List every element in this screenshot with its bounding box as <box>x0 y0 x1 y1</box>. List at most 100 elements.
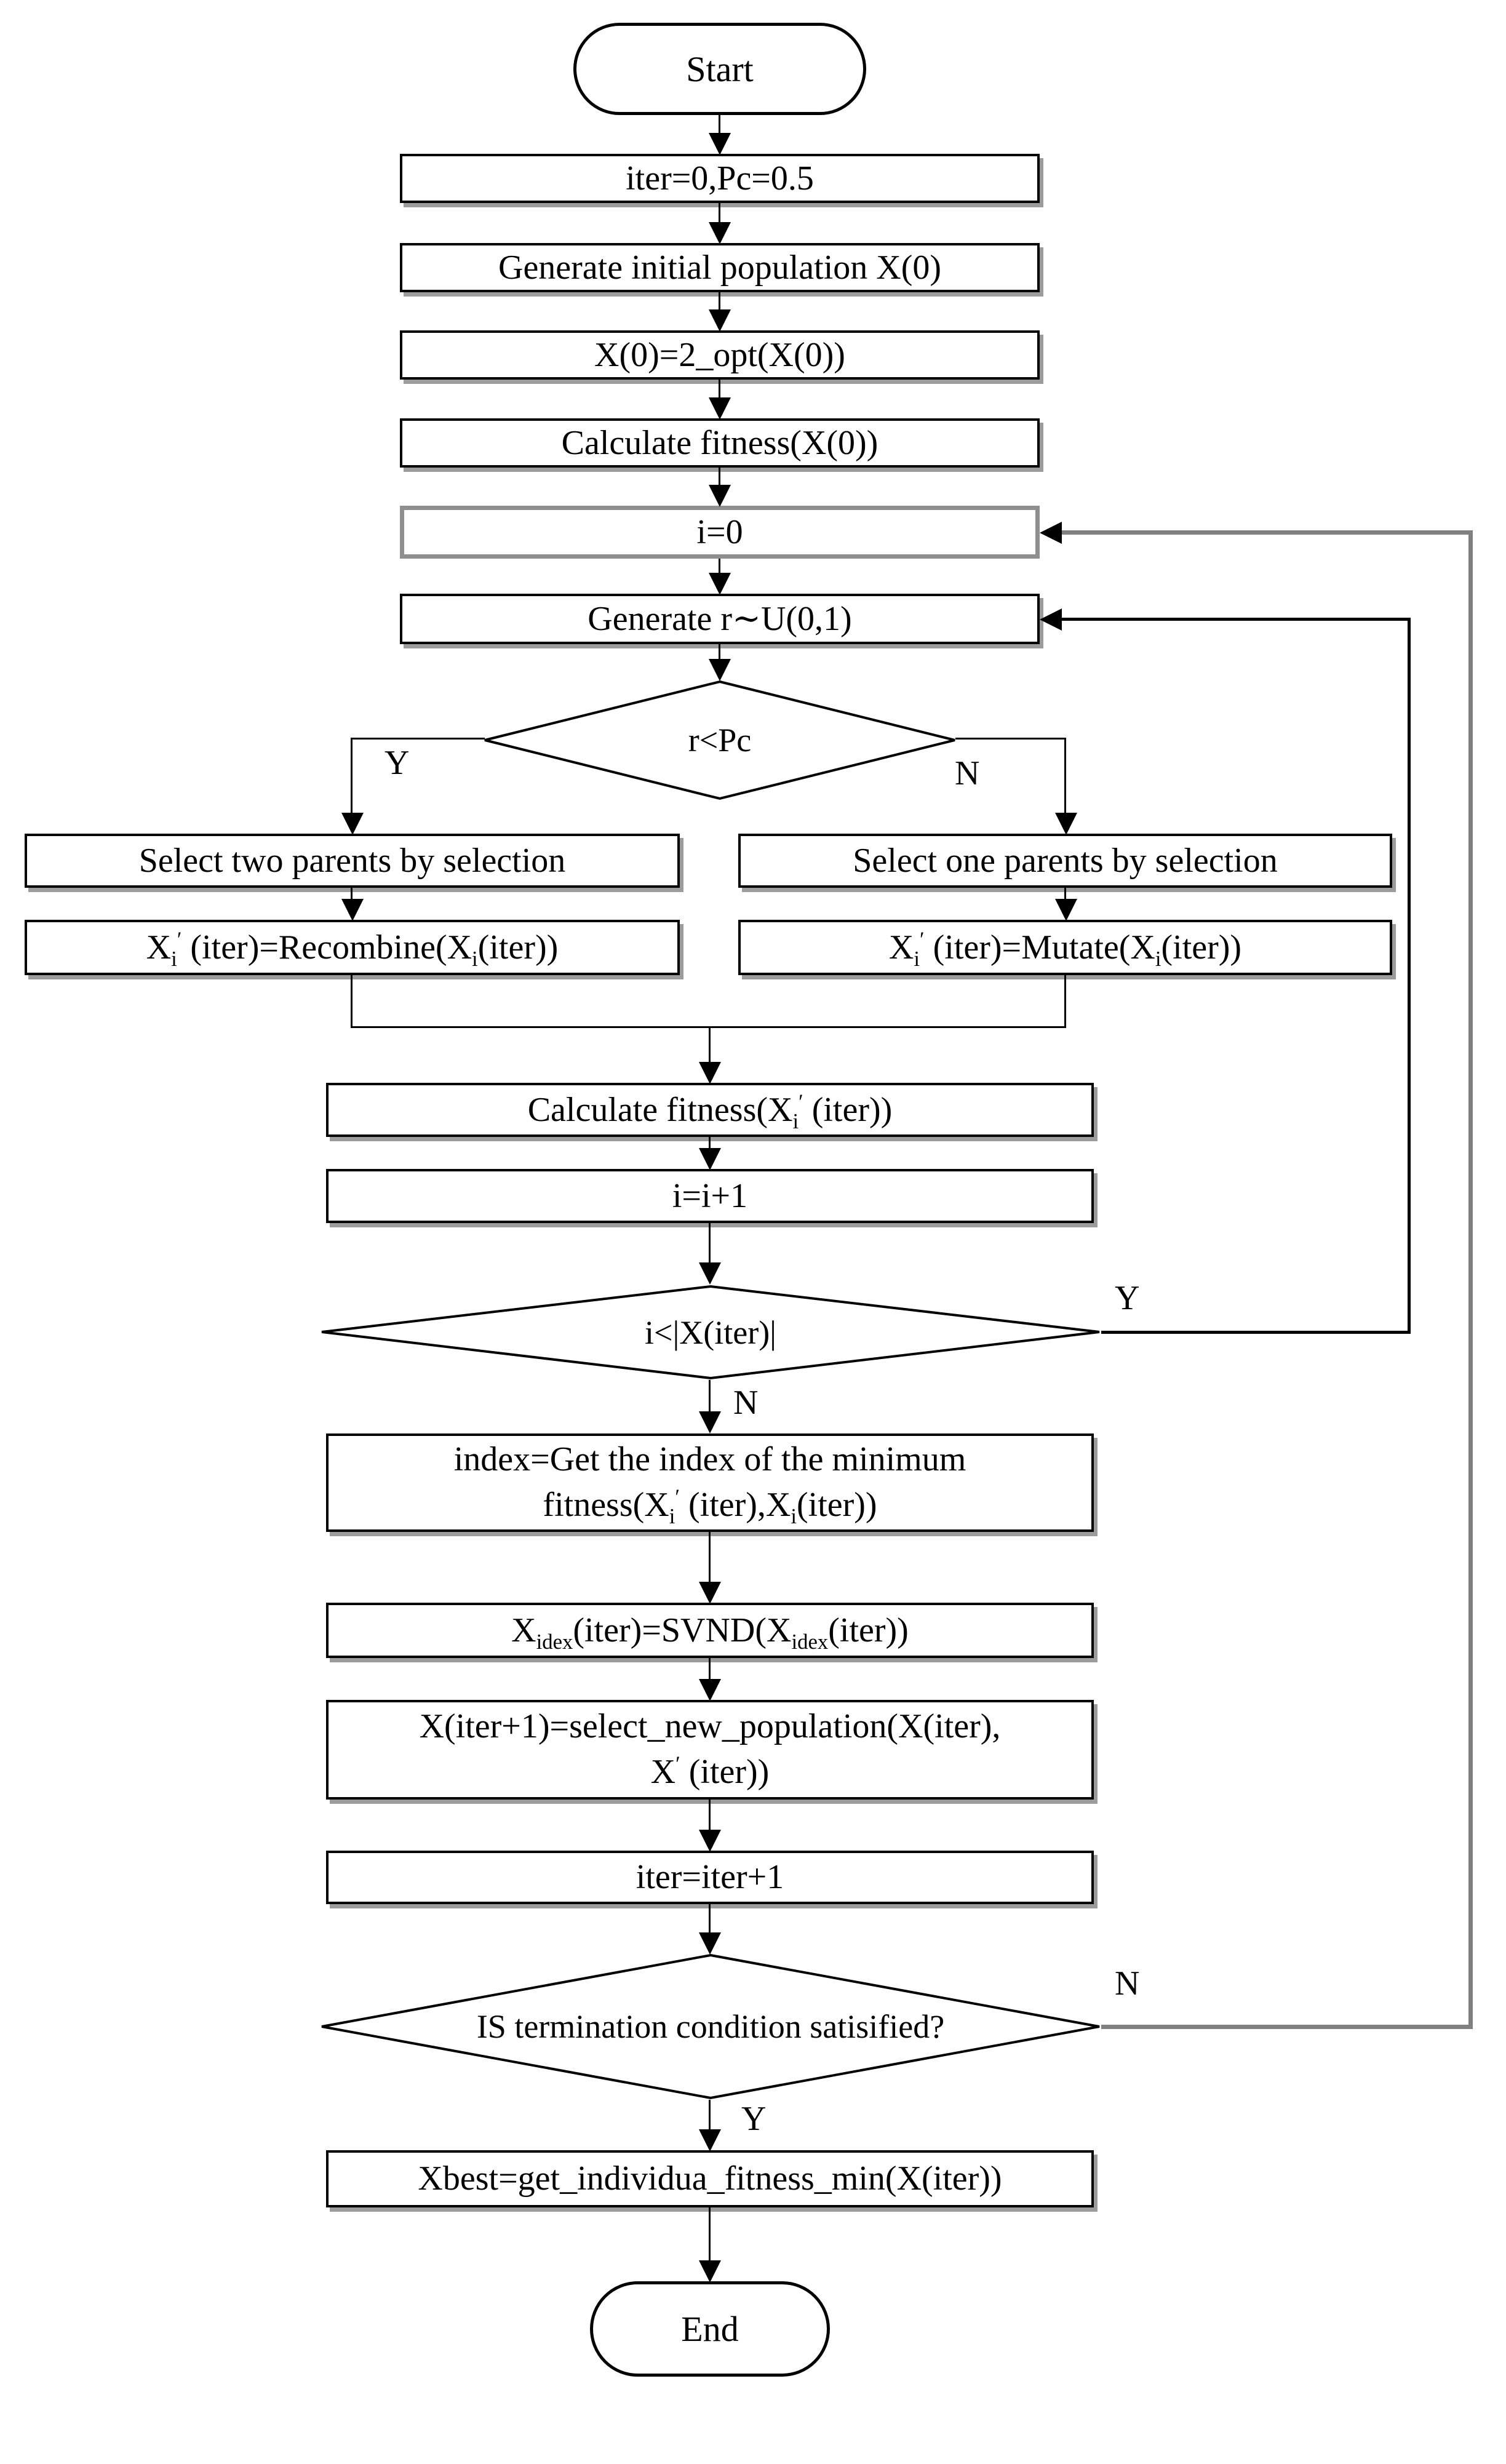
arrow-calcchild-to-inci-head <box>699 1148 721 1170</box>
arrow-init-to-genpop-head <box>709 222 731 244</box>
arrow-selecttwo-to-recombine-head <box>341 899 364 921</box>
edge-label-crossover-yes: Y <box>384 744 410 782</box>
node-increment-i: i=i+1 <box>326 1169 1094 1223</box>
arrow-twoopt-to-calc0-line <box>719 380 720 399</box>
node-increment-iter: iter=iter+1 <box>326 1851 1094 1904</box>
arrow-genr-to-decision-line <box>719 644 720 661</box>
node-recombine: Xi′ (iter)=Recombine(Xi(iter)) <box>25 920 680 975</box>
decision-population-loop-shape <box>321 1285 1100 1380</box>
merge-horizontal-line <box>351 1026 1066 1028</box>
edge-label-crossover-no: N <box>955 754 980 792</box>
node-two-opt-label: X(0)=2_opt(X(0)) <box>594 335 845 374</box>
loop-termination-no-vertical <box>1468 530 1473 2029</box>
arrow-inciter-to-termination-line <box>709 1904 711 1936</box>
arrow-xbest-to-end-head <box>699 2260 721 2283</box>
node-init: iter=0,Pc=0.5 <box>400 154 1040 203</box>
arrow-izero-to-genr-head <box>709 573 731 595</box>
arrow-merge-to-calcchild-line <box>709 1026 711 1064</box>
arrow-merge-to-calcchild-head <box>699 1062 721 1084</box>
node-get-index-minimum-line2: fitness(Xi′ (iter),Xi(iter)) <box>543 1485 877 1529</box>
loop-population-yes-vertical <box>1408 618 1411 1334</box>
node-calculate-fitness-initial-label: Calculate fitness(X(0)) <box>561 423 878 462</box>
branch-no-vertical-line <box>1064 738 1066 815</box>
arrow-calc0-to-izero-head <box>709 485 731 507</box>
node-select-one-parent: Select one parents by selection <box>738 834 1392 888</box>
node-start-label: Start <box>686 49 754 89</box>
branch-no-horizontal-line <box>955 738 1066 740</box>
arrow-xbest-to-end-line <box>709 2207 711 2263</box>
loop-termination-no-horizontal-top <box>1061 530 1470 535</box>
edge-label-termination-yes: Y <box>741 2100 767 2138</box>
arrow-svnd-to-newpop-head <box>699 1679 721 1701</box>
node-xbest-label: Xbest=get_individua_fitness_min(X(iter)) <box>418 2159 1002 2198</box>
node-init-label: iter=0,Pc=0.5 <box>626 159 814 197</box>
node-start: Start <box>573 23 866 115</box>
node-calculate-fitness-initial: Calculate fitness(X(0)) <box>400 418 1040 468</box>
node-svnd-label: Xidex(iter)=SVND(Xidex(iter)) <box>511 1611 909 1654</box>
arrow-genpop-to-twoopt-line <box>719 292 720 311</box>
arrow-popdecision-no-head <box>699 1411 721 1433</box>
arrow-index-to-svnd-line <box>709 1532 711 1584</box>
node-select-two-parents-label: Select two parents by selection <box>138 841 566 880</box>
decision-r-less-than-pc-shape <box>484 680 955 800</box>
loop-population-yes-arrow-head <box>1040 608 1062 631</box>
node-generate-initial-population-label: Generate initial population X(0) <box>498 248 941 287</box>
arrow-inci-to-popdecision-line <box>709 1223 711 1266</box>
node-calculate-fitness-child: Calculate fitness(Xi′ (iter)) <box>326 1083 1094 1137</box>
arrow-popdecision-no-line <box>709 1380 711 1415</box>
arrow-inciter-to-termination-head <box>699 1932 721 1955</box>
branch-yes-arrow-head <box>341 813 364 835</box>
arrow-twoopt-to-calc0-head <box>709 397 731 420</box>
arrow-selectone-to-mutate-head <box>1055 899 1077 921</box>
node-svnd: Xidex(iter)=SVND(Xidex(iter)) <box>326 1603 1094 1658</box>
arrow-start-to-init-head <box>709 133 731 155</box>
node-increment-iter-label: iter=iter+1 <box>635 1858 784 1897</box>
node-calculate-fitness-child-label: Calculate fitness(Xi′ (iter)) <box>527 1089 893 1133</box>
arrow-selecttwo-to-recombine-line <box>351 888 353 901</box>
decision-termination-label: IS termination condition satisified? <box>476 2008 945 2045</box>
merge-left-vertical-line <box>351 975 353 1028</box>
edge-label-population-no: N <box>733 1384 759 1422</box>
node-select-new-population: X(iter+1)=select_new_population(X(iter),… <box>326 1700 1094 1800</box>
loop-population-yes-horizontal-bottom <box>1101 1331 1409 1334</box>
node-select-two-parents: Select two parents by selection <box>25 834 680 888</box>
decision-population-loop: i<|X(iter)| <box>320 1285 1101 1380</box>
decision-termination: IS termination condition satisified? <box>320 1953 1101 2100</box>
merge-right-vertical-line <box>1064 975 1066 1028</box>
loop-termination-no-arrow-head <box>1040 522 1062 544</box>
branch-yes-vertical-line <box>351 738 353 815</box>
node-end-label: End <box>681 2309 739 2349</box>
loop-termination-no-horizontal-bottom <box>1101 2025 1470 2029</box>
node-generate-r: Generate r∼U(0,1) <box>400 594 1040 644</box>
node-recombine-label: Xi′ (iter)=Recombine(Xi(iter)) <box>146 927 559 971</box>
node-mutate-label: Xi′ (iter)=Mutate(Xi(iter)) <box>888 927 1242 971</box>
node-select-new-population-line1: X(iter+1)=select_new_population(X(iter), <box>419 1707 1001 1746</box>
arrow-newpop-to-inciter-head <box>699 1830 721 1852</box>
decision-termination-shape <box>321 1953 1100 2100</box>
arrow-index-to-svnd-head <box>699 1582 721 1604</box>
decision-r-less-than-pc: r<Pc <box>483 680 957 800</box>
arrow-selectone-to-mutate-line <box>1064 888 1066 901</box>
node-select-new-population-line2: X′ (iter)) <box>650 1752 770 1791</box>
arrow-newpop-to-inciter-line <box>709 1800 711 1833</box>
node-select-one-parent-label: Select one parents by selection <box>853 841 1278 880</box>
arrow-izero-to-genr-line <box>719 559 720 575</box>
node-two-opt: X(0)=2_opt(X(0)) <box>400 330 1040 380</box>
node-end: End <box>590 2281 830 2377</box>
node-generate-initial-population: Generate initial population X(0) <box>400 243 1040 292</box>
loop-population-yes-horizontal-top <box>1061 618 1409 621</box>
arrow-inci-to-popdecision-head <box>699 1262 721 1285</box>
decision-population-loop-label: i<|X(iter)| <box>645 1314 776 1351</box>
arrow-start-to-init-line <box>719 115 720 135</box>
node-i-zero-label: i=0 <box>696 512 743 551</box>
arrow-termination-yes-line <box>709 2100 711 2134</box>
node-generate-r-label: Generate r∼U(0,1) <box>588 599 852 638</box>
node-get-index-minimum-line1: index=Get the index of the minimum <box>453 1440 966 1479</box>
arrow-svnd-to-newpop-line <box>709 1658 711 1683</box>
arrow-calc0-to-izero-line <box>719 468 720 487</box>
node-xbest: Xbest=get_individua_fitness_min(X(iter)) <box>326 2150 1094 2207</box>
edge-label-population-yes: Y <box>1115 1279 1140 1317</box>
node-i-zero: i=0 <box>400 506 1040 559</box>
branch-no-arrow-head <box>1055 813 1077 835</box>
